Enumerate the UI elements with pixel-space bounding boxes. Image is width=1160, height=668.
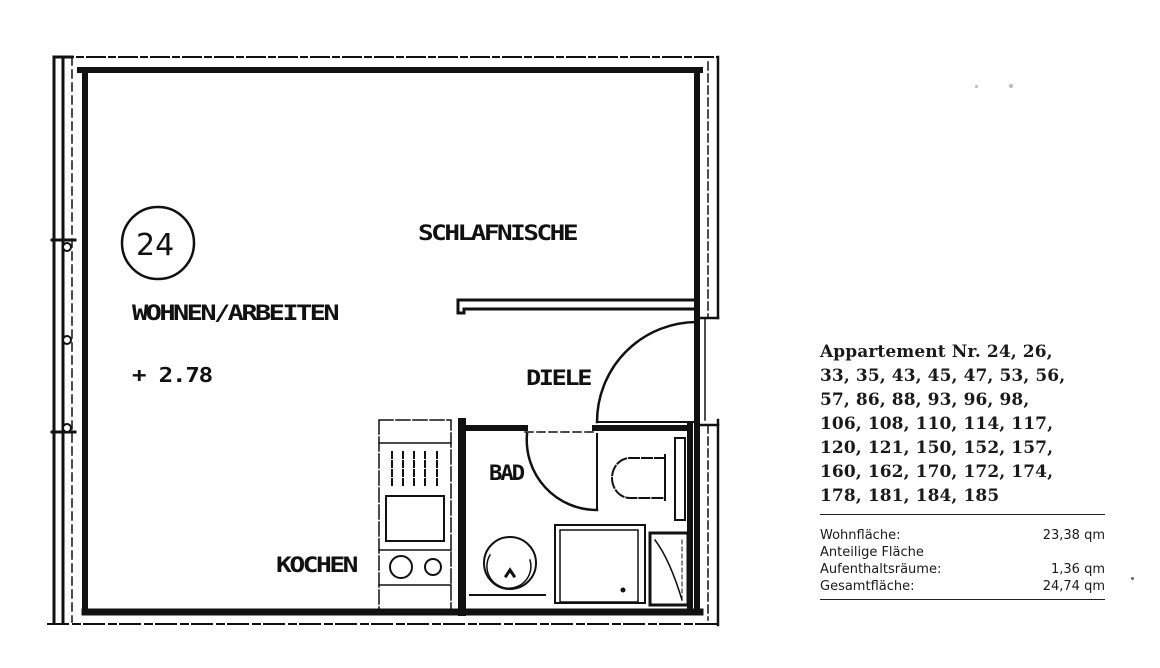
area-label: Aufenthaltsräume: [820, 562, 942, 577]
bathroom-door [525, 432, 599, 512]
room-label-sleeping: SCHLAFNISCHE [418, 221, 578, 245]
window-right [694, 55, 720, 627]
room-label-bath: BAD [489, 461, 524, 485]
bathroom-walls [458, 418, 693, 616]
floor-level-mark: + 2.78 [132, 363, 212, 387]
unit-number-circle [120, 205, 196, 281]
area-value: 24,74 qm [1042, 579, 1105, 594]
area-value: 23,38 qm [1042, 528, 1105, 543]
heading-line: 160, 162, 170, 172, 174, [820, 462, 1054, 482]
niche-partition [456, 298, 699, 315]
scan-speck [975, 85, 978, 88]
room-label-kitchen: KOCHEN [276, 553, 358, 577]
window-left [50, 55, 77, 624]
kitchen-unit [378, 419, 452, 611]
toilet-fixture [611, 437, 686, 521]
stove-burner [424, 558, 442, 576]
floor-plan-drawing: 24 WOHNEN/ARBEITEN + 2.78 SCHLAFNISCHE D… [47, 55, 720, 627]
heading-line: 57, 86, 88, 93, 96, 98, [820, 390, 1030, 410]
area-label: Wohnfläche: [820, 528, 901, 543]
closet-fixture [648, 531, 690, 607]
area-value: 1,36 qm [1051, 562, 1105, 577]
entrance-door [595, 320, 699, 424]
heading-line: 33, 35, 43, 45, 47, 53, 56, [820, 366, 1066, 386]
heading-line: Appartement Nr. 24, 26, [820, 342, 1053, 362]
scan-speck [1131, 577, 1134, 580]
area-label: Gesamtfläche: [820, 579, 915, 594]
area-table: Wohnfläche: 23,38 qm Anteilige Fläche Au… [820, 527, 1105, 600]
washbasin-fixture [483, 536, 537, 590]
unit-number: 24 [136, 228, 174, 263]
shower-fixture [554, 524, 646, 604]
room-label-living: WOHNEN/ARBEITEN [132, 301, 339, 325]
heading-line: 178, 181, 184, 185 [820, 486, 1000, 506]
area-row-total: Gesamtfläche: 24,74 qm [820, 578, 1105, 595]
apartment-info-panel: Appartement Nr. 24, 26, 33, 35, 43, 45, … [820, 340, 1105, 600]
area-label: Anteilige Fläche [820, 545, 924, 560]
area-row-living: Wohnfläche: 23,38 qm [820, 527, 1105, 544]
stove-burner [389, 555, 413, 579]
apartment-numbers-heading: Appartement Nr. 24, 26, 33, 35, 43, 45, … [820, 340, 1105, 515]
heading-line: 106, 108, 110, 114, 117, [820, 414, 1054, 434]
room-label-hall: DIELE [526, 366, 592, 390]
area-row-shared-label: Anteilige Fläche [820, 544, 1105, 561]
area-row-shared: Aufenthaltsräume: 1,36 qm [820, 561, 1105, 578]
heading-line: 120, 121, 150, 152, 157, [820, 438, 1054, 458]
scan-speck [1009, 84, 1013, 88]
